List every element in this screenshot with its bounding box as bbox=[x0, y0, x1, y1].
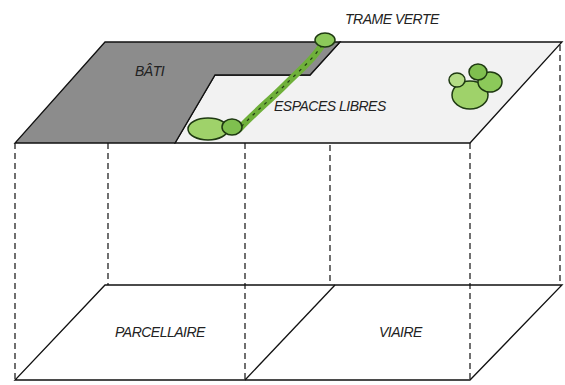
open-space-area: ESPACES LIBRES bbox=[270, 97, 390, 116]
street-area: VIAIRE bbox=[375, 323, 426, 342]
bottom-plane bbox=[15, 285, 562, 380]
region-label: PARCELLAIRE bbox=[115, 325, 205, 340]
layer-label: TRAME VERTE bbox=[345, 12, 439, 27]
built-region bbox=[15, 42, 340, 143]
region-label: VIAIRE bbox=[379, 325, 422, 340]
divider-line bbox=[245, 285, 335, 380]
region-label: BÂTI bbox=[135, 64, 164, 79]
built-area: BÂTI bbox=[131, 62, 168, 81]
region-label: ESPACES LIBRES bbox=[274, 99, 386, 114]
parcel-area: PARCELLAIRE bbox=[111, 323, 209, 342]
green-network bbox=[188, 33, 502, 140]
